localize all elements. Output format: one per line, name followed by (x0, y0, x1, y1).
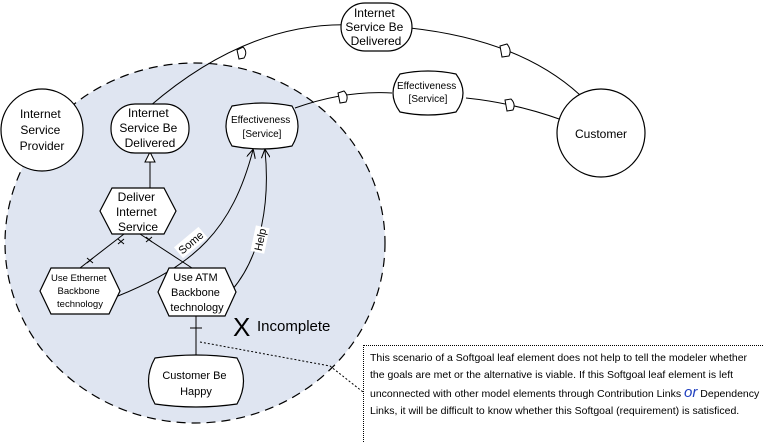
means-end-arrowhead (144, 150, 156, 163)
link-label-help: Help (253, 227, 269, 252)
task-use-ethernet-backbone[interactable] (39, 267, 121, 315)
actor-customer[interactable] (556, 88, 646, 178)
link-label-bg (173, 226, 208, 259)
task-deliver-internet-service[interactable] (99, 187, 177, 235)
decomposition-tick (145, 236, 153, 243)
actor-label: Customer (575, 127, 627, 141)
decomposition-tick (117, 238, 125, 245)
dependency-link-softgoal-top-right (465, 97, 563, 121)
softgoal-label: Effectiveness [Service] (231, 115, 293, 140)
link-label-bg (250, 225, 270, 254)
contribution-link-help (231, 150, 266, 291)
contribution-link-some (117, 150, 253, 297)
task-label: Deliver Internet Service (116, 190, 160, 234)
decomposition-tick (86, 257, 94, 264)
note-text-part2: Dependency Links, it will be difficult t… (370, 388, 760, 417)
task-use-atm-backbone[interactable] (157, 267, 237, 317)
softgoal-effectiveness[interactable] (225, 102, 299, 150)
softgoal-customer-be-happy[interactable] (147, 354, 245, 408)
note-connector (199, 341, 364, 393)
task-label: Use Ethernet Backbone technology (51, 273, 109, 310)
incomplete-label: Incomplete (257, 318, 330, 335)
softgoal-label: Customer Be Happy (162, 370, 229, 398)
dependency-marker (337, 90, 348, 104)
actor-label: Internet Service Provider (20, 107, 65, 153)
goal-label: Internet Service Be Delivered (345, 6, 406, 48)
softgoal-label: Effectiveness [Service] (397, 81, 459, 105)
dependency-marker (236, 46, 247, 60)
incomplete-x-mark: X (233, 312, 250, 342)
annotation-note: This scenario of a Softgoal leaf element… (363, 345, 763, 442)
goal-label: Internet Service Be Delivered (119, 106, 180, 150)
actor-internet-service-provider[interactable] (0, 88, 84, 172)
softgoal-effectiveness-top[interactable] (392, 70, 464, 116)
dependency-marker (504, 98, 515, 112)
goal-internet-service-be-delivered[interactable] (110, 103, 190, 154)
dependency-marker (499, 43, 511, 58)
goal-internet-service-be-delivered-top[interactable] (340, 2, 413, 52)
note-or-word: or (684, 384, 698, 401)
task-label: Use ATM Backbone technology (170, 272, 224, 314)
note-text-part1: This scenario of a Softgoal leaf element… (370, 352, 748, 400)
dependency-link-goal-top (149, 24, 356, 107)
